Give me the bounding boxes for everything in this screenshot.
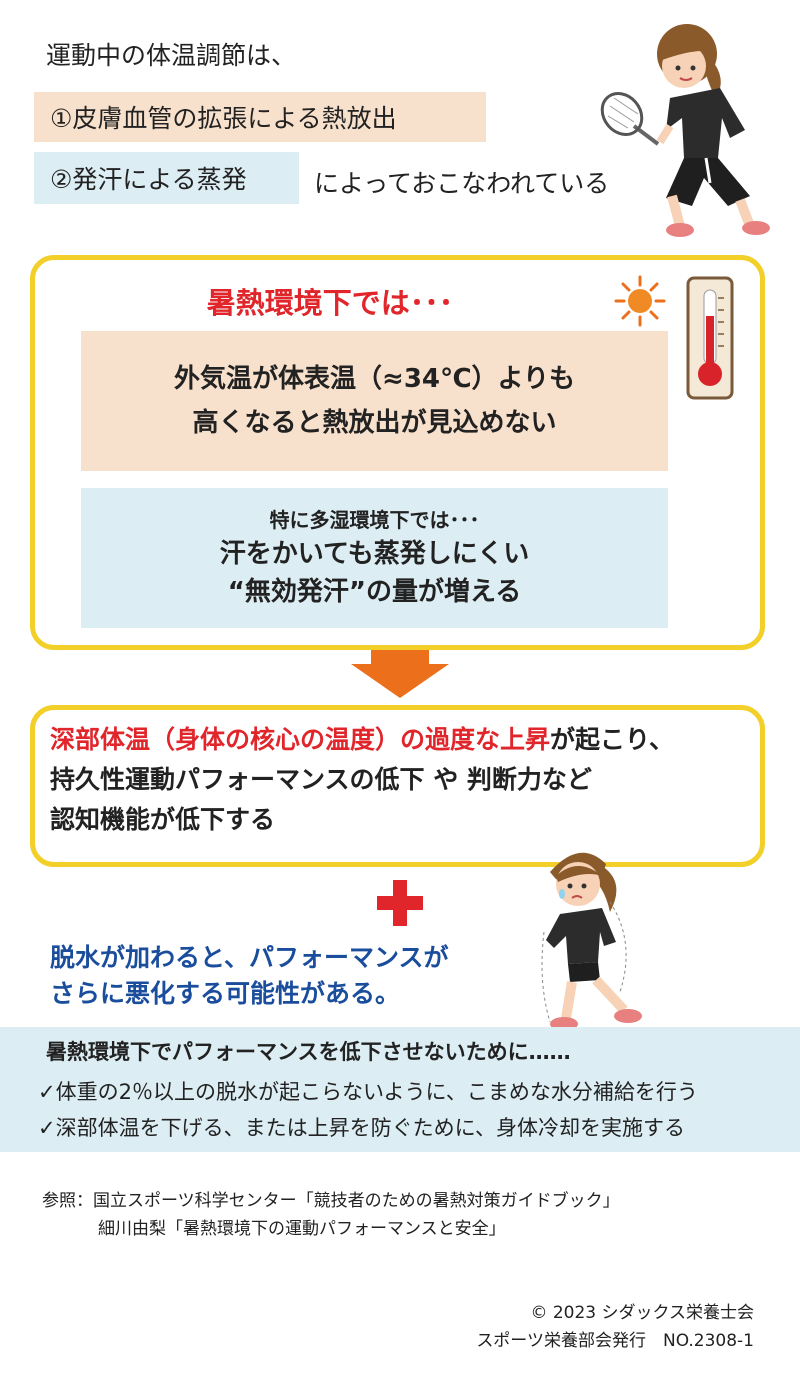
- advice-item-cooling: ✓深部体温を下げる、または上昇を防ぐために、身体冷却を実施する: [38, 1116, 685, 1140]
- core-temperature-emphasis: 深部体温（身体の核心の温度）の過度な上昇: [50, 725, 551, 754]
- advice-item-hydration: ✓体重の2％以上の脱水が起こらないように、こまめな水分補給を行う: [38, 1080, 698, 1104]
- dehydration-line-2: さらに悪化する可能性がある。: [50, 979, 401, 1008]
- reference-label: 参照：: [42, 1191, 93, 1211]
- humidity-line-1: 汗をかいても蒸発しにくい: [219, 539, 530, 569]
- sun-icon: [614, 275, 666, 327]
- reference-1-text: 国立スポーツ科学センター「競技者のための暑熱対策ガイドブック」: [93, 1191, 620, 1211]
- reference-2: 細川由梨「暑熱環境下の運動パフォーマンスと安全」: [98, 1219, 506, 1239]
- heat-release-panel: 外気温が体表温（≈34℃）よりも 高くなると熱放出が見込めない: [81, 331, 668, 471]
- heat-release-line-2: 高くなると熱放出が見込めない: [192, 408, 557, 438]
- intro-suffix: によっておこなわれている: [314, 169, 610, 198]
- humidity-line-2: “無効発汗”の量が増える: [227, 577, 522, 607]
- humidity-subheading: 特に多湿環境下では･･･: [269, 508, 480, 532]
- thermometer-icon: [686, 276, 734, 400]
- reference-1: 参照：国立スポーツ科学センター「競技者のための暑熱対策ガイドブック」: [42, 1186, 620, 1211]
- intro-item-sweating: ②発汗による蒸発: [34, 152, 299, 204]
- publisher: スポーツ栄養部会発行 NO.2308-1: [476, 1331, 754, 1351]
- intro-item-heat-release: ①皮膚血管の拡張による熱放出: [34, 92, 486, 142]
- core-temperature-box: [30, 705, 765, 867]
- advice-title: 暑熱環境下でパフォーマンスを低下させないために……: [46, 1040, 571, 1064]
- heat-environment-title: 暑熱環境下では･･･: [206, 286, 454, 320]
- heat-release-line-1: 外気温が体表温（≈34℃）よりも: [174, 364, 575, 394]
- plus-icon: [377, 880, 423, 926]
- tennis-player-illustration: [600, 24, 770, 237]
- core-temperature-line-2: 持久性運動パフォーマンスの低下 や 判断力など: [50, 765, 592, 794]
- core-temperature-line-1-rest: が起こり、: [550, 725, 675, 754]
- down-arrow-icon: [351, 650, 449, 698]
- dehydration-warning: 脱水が加わると、パフォーマンスが さらに悪化する可能性がある。: [50, 940, 449, 1012]
- intro-heading: 運動中の体温調節は、: [46, 41, 297, 70]
- heat-environment-box: [30, 255, 765, 650]
- core-temperature-line-3: 認知機能が低下する: [50, 805, 276, 834]
- advice-strip: [0, 1027, 800, 1152]
- runner-illustration: [541, 852, 642, 1031]
- copyright: © 2023 シダックス栄養士会: [530, 1303, 754, 1323]
- humidity-panel: 特に多湿環境下では･･･ 汗をかいても蒸発しにくい “無効発汗”の量が増える: [81, 488, 668, 628]
- core-temperature-line-1: 深部体温（身体の核心の温度）の過度な上昇が起こり、: [50, 720, 674, 760]
- core-temperature-text: 深部体温（身体の核心の温度）の過度な上昇が起こり、 持久性運動パフォーマンスの低…: [50, 720, 674, 840]
- dehydration-line-1: 脱水が加わると、パフォーマンスが: [50, 943, 449, 972]
